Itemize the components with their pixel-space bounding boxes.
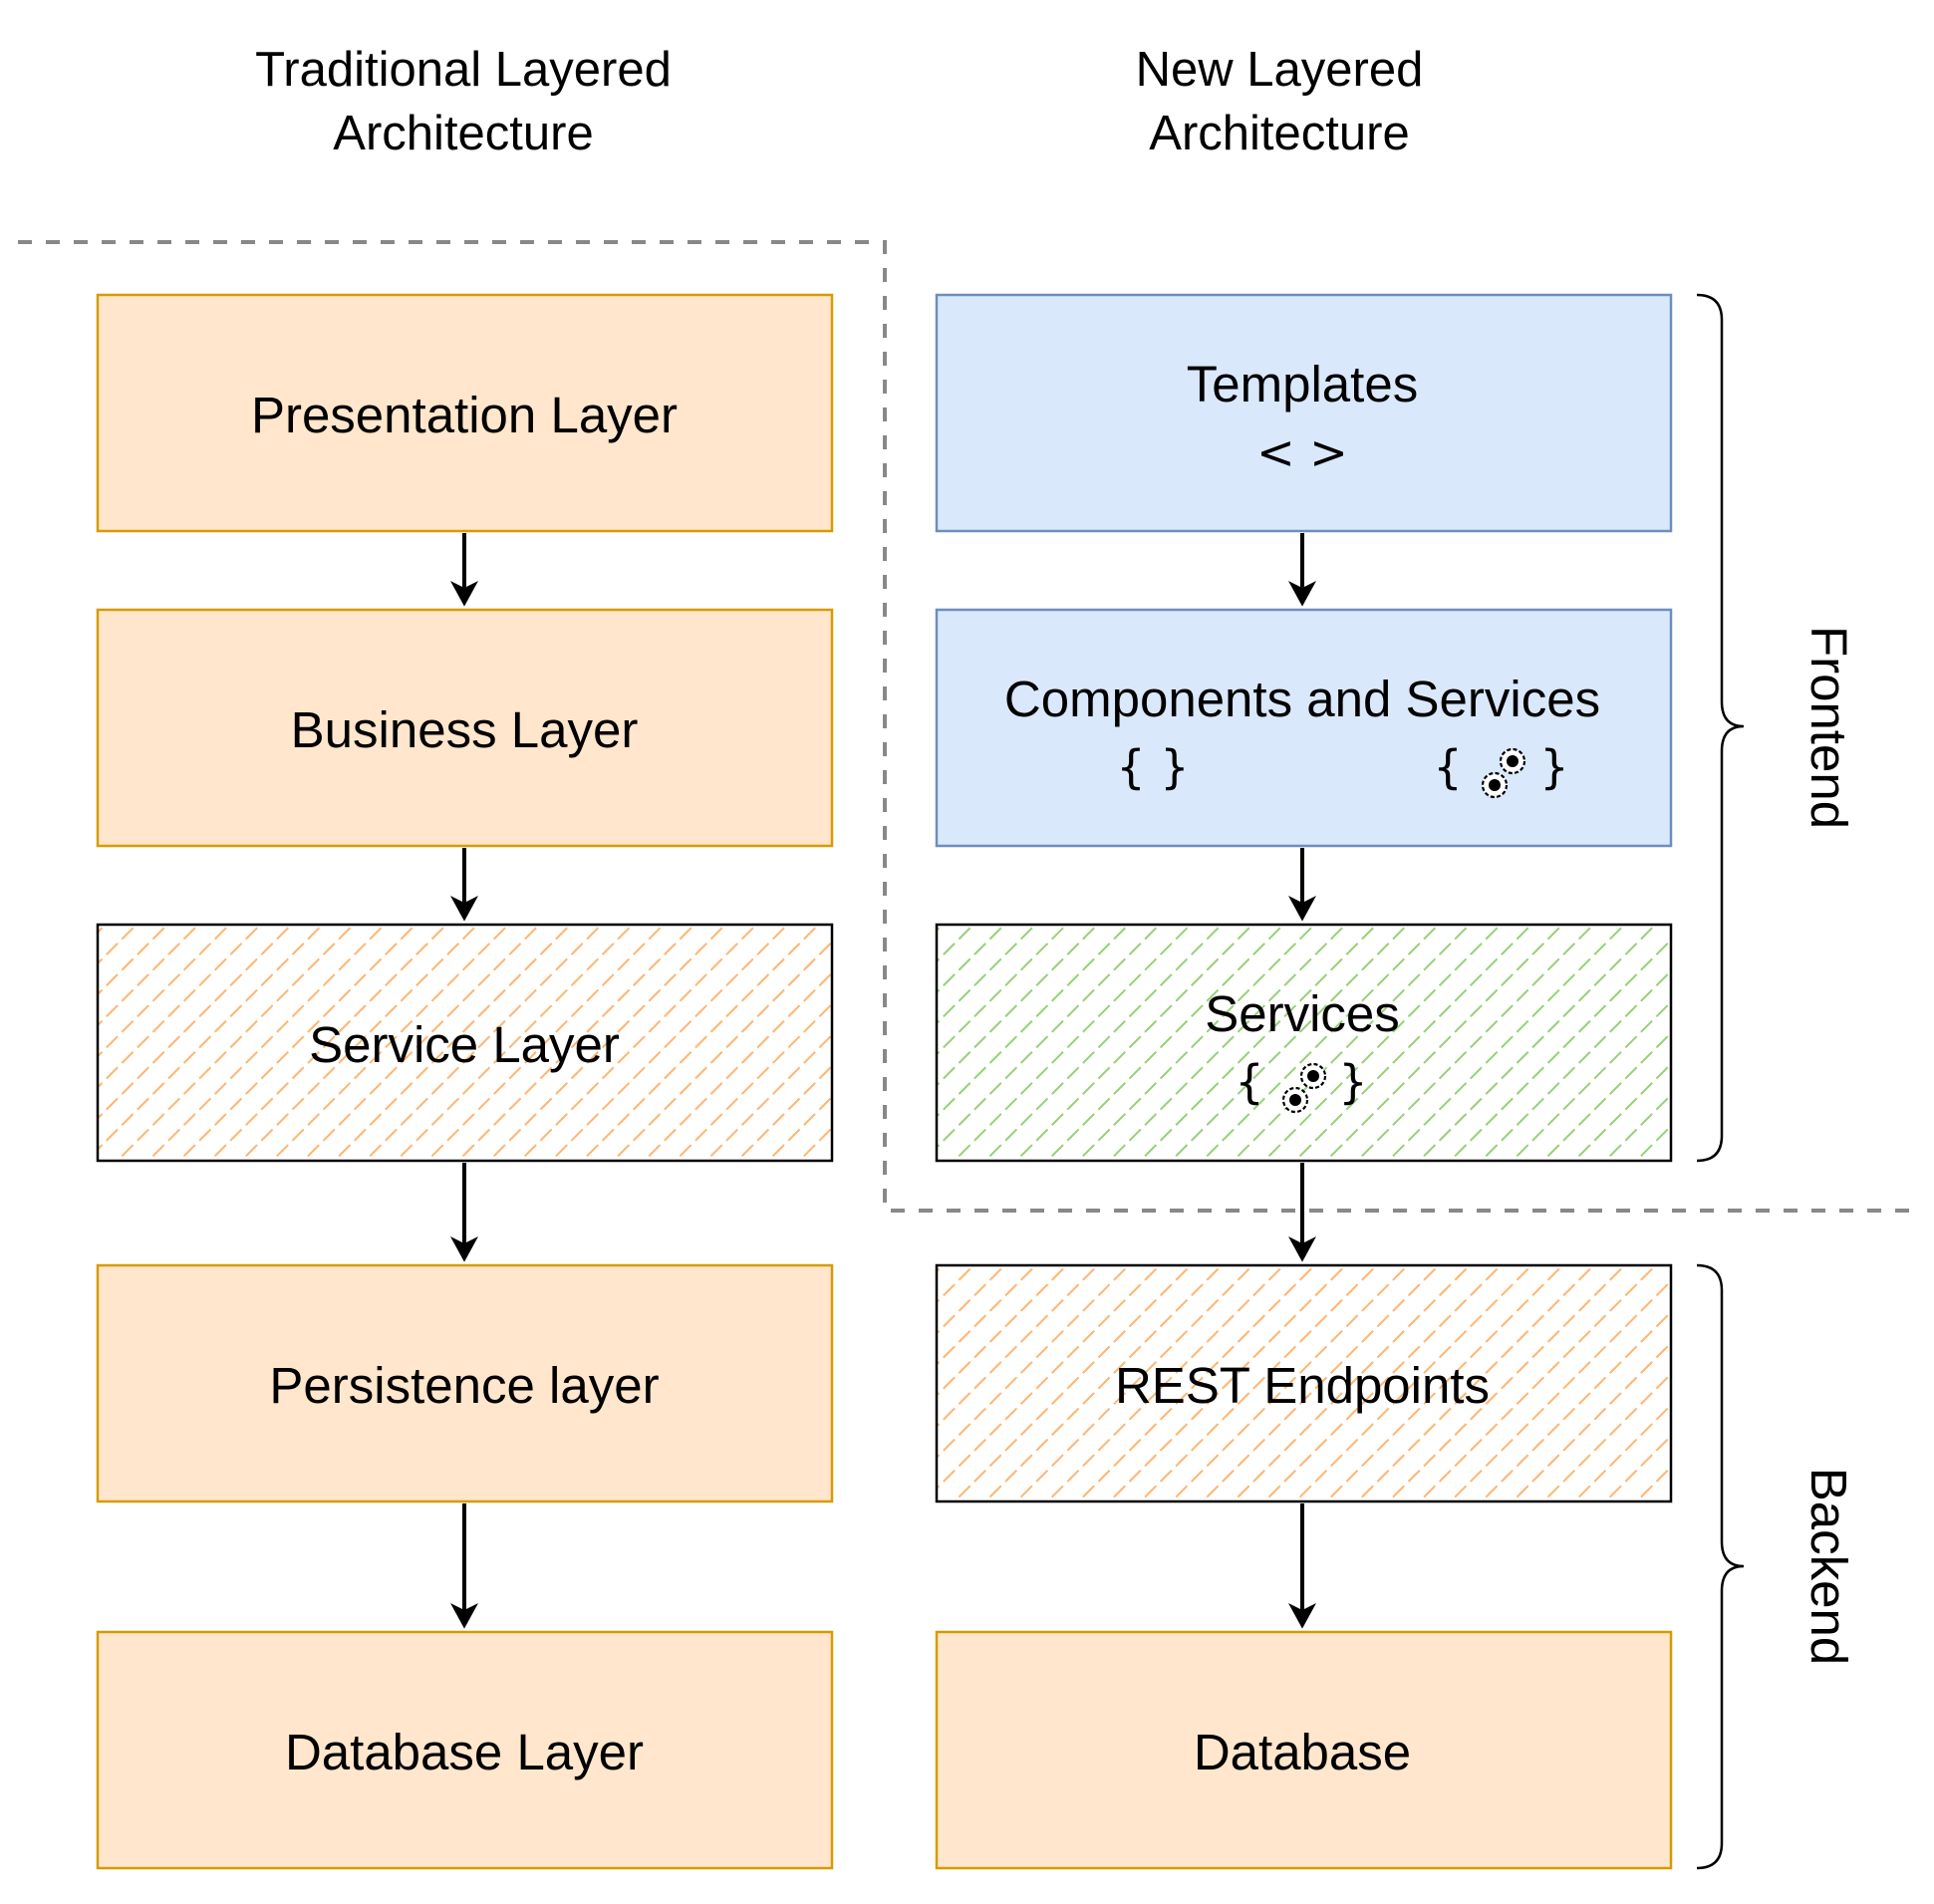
templates-label: Templates	[1187, 356, 1418, 412]
database-box	[935, 1630, 1673, 1870]
heading-traditional-line1: Traditional Layered	[255, 43, 672, 97]
services-close-brace: }	[1338, 1055, 1367, 1109]
components-braces: { }	[1116, 740, 1189, 794]
business-layer-box	[96, 608, 834, 848]
heading-traditional-line2: Architecture	[333, 107, 593, 160]
frontend-group-label: Frontend	[1800, 626, 1857, 829]
persistence-layer-box	[96, 1263, 834, 1503]
heading-new-line1: New Layered	[1136, 43, 1424, 97]
services-box	[935, 923, 1673, 1163]
heading-new-line2: Architecture	[1149, 107, 1409, 160]
database-label: Database	[1194, 1724, 1411, 1780]
backend-brace-icon	[1696, 1263, 1745, 1870]
business-layer-label: Business Layer	[291, 701, 639, 758]
components-services-label: Components and Services	[1004, 671, 1600, 727]
presentation-layer-box	[96, 293, 834, 533]
frontend-boundary-line	[18, 240, 1918, 1213]
service-layer-box	[96, 923, 834, 1163]
presentation-layer-label: Presentation Layer	[251, 387, 678, 443]
templates-box	[935, 293, 1673, 533]
frontend-brace-icon	[1696, 293, 1745, 1163]
rest-endpoints-box	[935, 1263, 1673, 1503]
services-open-brace: {	[1235, 1055, 1263, 1109]
templates-symbol: < >	[1256, 425, 1348, 479]
components-gears-open-brace: {	[1433, 740, 1462, 794]
components-gears-close-brace: }	[1539, 740, 1568, 794]
rest-endpoints-label: REST Endpoints	[1115, 1357, 1490, 1414]
database-layer-label: Database Layer	[285, 1724, 644, 1780]
backend-group-label: Backend	[1800, 1468, 1857, 1665]
database-layer-box	[96, 1630, 834, 1870]
service-layer-label: Service Layer	[309, 1016, 620, 1073]
persistence-layer-label: Persistence layer	[269, 1357, 659, 1414]
services-label: Services	[1205, 985, 1400, 1042]
components-services-box	[935, 608, 1673, 848]
